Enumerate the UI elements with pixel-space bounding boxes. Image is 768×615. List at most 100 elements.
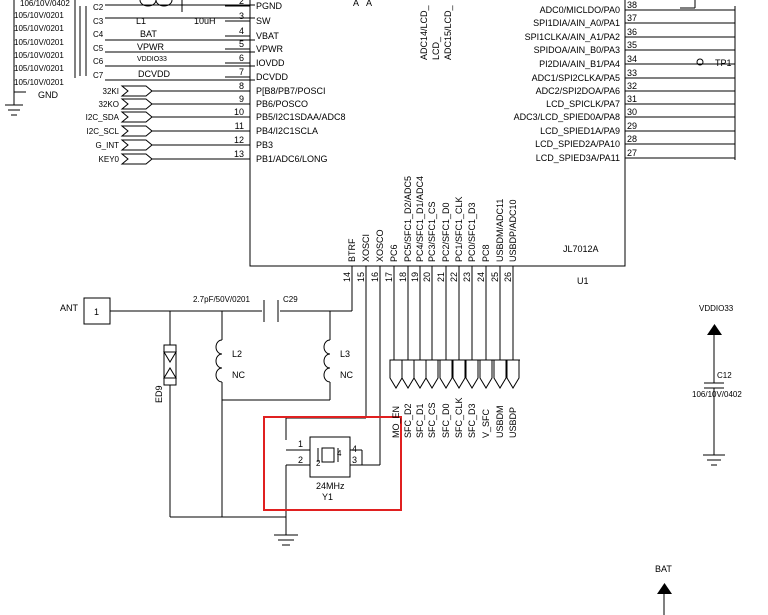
pin-number: 2 bbox=[239, 0, 244, 6]
cap-value: 105/10V/0201 bbox=[14, 64, 64, 73]
pin-name: LCD_SPICLK/PA7 bbox=[546, 99, 620, 109]
net-vddio33: VDDIO33 bbox=[137, 56, 167, 63]
crystal-pin: 4 bbox=[337, 449, 342, 458]
l2-value: NC bbox=[232, 370, 245, 380]
ed9-label: ED9 bbox=[154, 385, 164, 403]
crystal-pin: 2 bbox=[298, 455, 303, 465]
pin-name: ADC3/LCD_SPIED0A/PA8 bbox=[514, 112, 620, 122]
cap-ref: C6 bbox=[93, 57, 104, 66]
pin-name: PC2/SFC1_D0 bbox=[441, 202, 451, 262]
top-pin-fragment: A bbox=[353, 0, 359, 8]
bus-label: SFC_D0 bbox=[441, 403, 451, 438]
pin-name: PB4/I2C1SCLA bbox=[256, 126, 318, 136]
bus-label: USBDM bbox=[495, 405, 505, 438]
pin-number: 29 bbox=[627, 121, 637, 131]
cap-value: 106/10V/0402 bbox=[20, 0, 70, 8]
port-arrow bbox=[120, 153, 153, 165]
cap-ref: C5 bbox=[93, 44, 104, 53]
port-label: I2C_SCL bbox=[87, 127, 120, 136]
crystal-ref: Y1 bbox=[322, 492, 333, 502]
pin-name: USBDM/ADC11 bbox=[495, 199, 505, 262]
top-pin-label: ADC15/LCD_ bbox=[443, 4, 453, 60]
pin-number: 26 bbox=[503, 272, 513, 282]
cap-value: 105/10V/0201 bbox=[14, 11, 64, 20]
pin-number: 30 bbox=[627, 107, 637, 117]
pin-name: ADC1/SPI2CLKA/PA5 bbox=[532, 73, 620, 83]
cap-value: 105/10V/0201 bbox=[14, 78, 64, 87]
bus-label: SFC_CLK bbox=[454, 397, 464, 438]
pin-number: 31 bbox=[627, 94, 637, 104]
esd-diode-ed9: ED9 bbox=[154, 311, 177, 517]
port-label: I2C_SDA bbox=[86, 113, 120, 122]
pin-name: PC5/SFC1_D2/ADC5 bbox=[403, 176, 413, 262]
pin-number: 35 bbox=[627, 40, 637, 50]
pin-name: PC3/SFC1_CS bbox=[427, 201, 437, 262]
pin-name: PB6/POSCO bbox=[256, 99, 308, 109]
net-bat: BAT bbox=[140, 29, 157, 39]
pin-name: ADC0/MICLDO/PA0 bbox=[540, 5, 620, 15]
pin-number: 6 bbox=[239, 53, 244, 63]
pin-name: LCD_SPIED3A/PA11 bbox=[536, 153, 620, 163]
port-label: KEY0 bbox=[99, 155, 120, 164]
bat-bottom-label: BAT bbox=[655, 564, 672, 574]
pin-number: 17 bbox=[384, 272, 394, 282]
bus-terminal bbox=[493, 359, 507, 389]
pin-number: 5 bbox=[239, 39, 244, 49]
bus-terminal bbox=[439, 359, 453, 389]
pin-name: PC1/SFC1_CLK bbox=[454, 196, 464, 262]
l2-ref: L2 bbox=[232, 349, 242, 359]
bus-label: SFC_D1 bbox=[415, 403, 425, 438]
top-pin-label: ADC14/LCD_ bbox=[419, 4, 429, 60]
gnd-label: GND bbox=[38, 90, 59, 100]
cap-value: 105/10V/0201 bbox=[14, 38, 64, 47]
pin-number: 23 bbox=[462, 272, 472, 282]
pin-number: 25 bbox=[490, 272, 500, 282]
pin-name: SPIDOA/AIN_B0/PA3 bbox=[534, 45, 620, 55]
bus-label: SFC_D3 bbox=[467, 403, 477, 438]
pin-number: 37 bbox=[627, 13, 637, 23]
port-label: G_INT bbox=[95, 141, 119, 150]
pin-number: 10 bbox=[234, 107, 244, 117]
crystal-pin: 2 bbox=[316, 459, 321, 468]
ant-label: ANT bbox=[60, 303, 79, 313]
bus-terminal bbox=[479, 359, 493, 389]
tp1-label: TP1 bbox=[715, 58, 732, 68]
bus-label: SFC_D2 bbox=[403, 403, 413, 438]
c12-value: 106/10V/0402 bbox=[692, 390, 742, 399]
cap-ref: C2 bbox=[93, 3, 104, 12]
pin-name: VPWR bbox=[256, 44, 284, 54]
chip-ref: U1 bbox=[577, 276, 589, 286]
pin-number: 36 bbox=[627, 27, 637, 37]
ant-pin: 1 bbox=[94, 307, 99, 317]
crystal-frequency: 24MHz bbox=[316, 481, 345, 491]
pin-name: LCD_SPIED1A/PA9 bbox=[540, 126, 620, 136]
bus-label: MO_EN bbox=[391, 406, 401, 438]
pin-number: 27 bbox=[627, 148, 637, 158]
pin-number: 24 bbox=[476, 272, 486, 282]
bat-power-symbol: BAT bbox=[655, 564, 672, 615]
pin-number: 12 bbox=[234, 135, 244, 145]
chip-body bbox=[249, 0, 626, 267]
pin-name: VBAT bbox=[256, 31, 279, 41]
l3-value: NC bbox=[340, 370, 353, 380]
pin-name: SW bbox=[256, 16, 271, 26]
pin-number: 13 bbox=[234, 149, 244, 159]
pin-name: BTRF bbox=[347, 238, 357, 262]
port-label: 32KO bbox=[99, 100, 119, 109]
inductor-l1: L1 10uH bbox=[105, 0, 255, 81]
l1-ref: L1 bbox=[136, 16, 146, 26]
pin-name: SPI1CLKA/AIN_A1/PA2 bbox=[525, 32, 620, 42]
pin-number: 20 bbox=[422, 272, 432, 282]
c29-value: 2.7pF/50V/0201 bbox=[193, 295, 250, 304]
pin-number: 4 bbox=[239, 26, 244, 36]
pin-number: 15 bbox=[356, 272, 366, 282]
cap-ref: C7 bbox=[93, 71, 104, 80]
pin-number: 19 bbox=[410, 272, 420, 282]
crystal-pin: 1 bbox=[298, 439, 303, 449]
pin-name: P[B8/PB7/POSCI bbox=[256, 86, 326, 96]
l1-value: 10uH bbox=[194, 16, 216, 26]
top-pin-fragment: A bbox=[366, 0, 372, 8]
